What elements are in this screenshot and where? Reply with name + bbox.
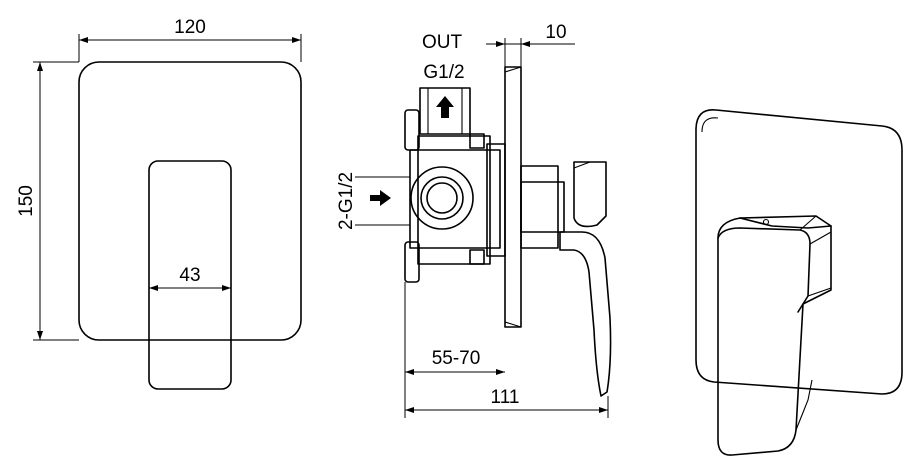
front-handle bbox=[148, 160, 232, 390]
valve-body bbox=[404, 109, 506, 283]
front-cover-plate bbox=[78, 61, 302, 341]
plate-thickness-label: 10 bbox=[545, 22, 566, 43]
dim-front-width: 120 bbox=[78, 17, 302, 62]
side-cover-plate bbox=[504, 66, 522, 328]
inlet-arrow-icon bbox=[370, 190, 391, 206]
front-height-label: 150 bbox=[16, 185, 37, 217]
cartridge bbox=[520, 165, 574, 249]
inlet-port bbox=[410, 166, 474, 230]
dim-plate-thickness: 10 bbox=[486, 22, 575, 67]
handle-width-label: 43 bbox=[179, 265, 200, 286]
perspective-cover-plate bbox=[695, 109, 903, 395]
dim-wall-depth: 55-70 bbox=[404, 282, 505, 380]
inlet-thread-label: 2-G1/2 bbox=[336, 172, 357, 230]
perspective-handle bbox=[717, 215, 832, 456]
dim-total-depth: 111 bbox=[404, 380, 609, 418]
side-view: OUT G1/2 2-G1/2 10 55-70 11 bbox=[336, 22, 612, 418]
outlet-label: OUT bbox=[422, 32, 463, 53]
total-depth-label: 111 bbox=[491, 387, 520, 408]
front-width-label: 120 bbox=[174, 17, 206, 38]
front-view: 120 150 43 bbox=[16, 17, 302, 390]
wall-depth-label: 55-70 bbox=[432, 348, 481, 369]
side-handle bbox=[559, 161, 612, 397]
perspective-view bbox=[695, 109, 903, 456]
outlet-thread-label: G1/2 bbox=[423, 62, 464, 83]
dim-handle-width: 43 bbox=[149, 265, 231, 291]
outlet-arrow-icon bbox=[436, 96, 454, 118]
outlet-port bbox=[419, 87, 471, 135]
dim-front-height: 150 bbox=[16, 61, 79, 341]
